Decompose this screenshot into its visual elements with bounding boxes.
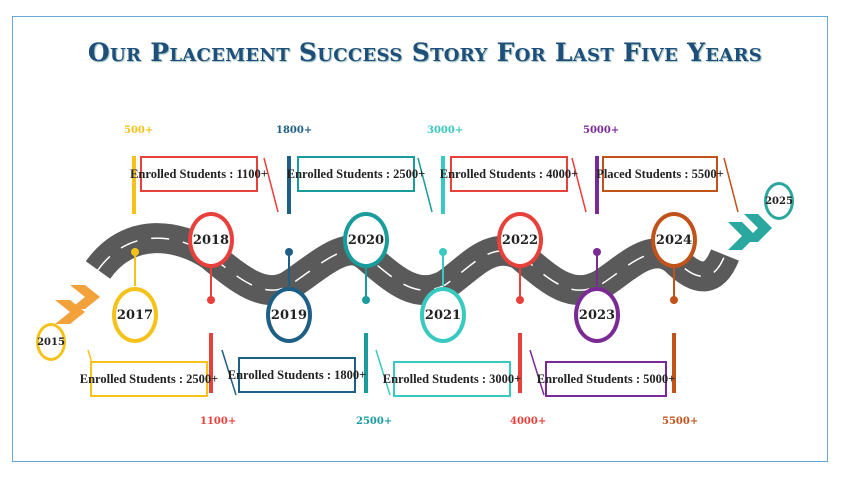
- year-badge-end: 2025: [764, 182, 794, 220]
- enrolled-box-2018: Enrolled Students : 1100+: [130, 156, 268, 192]
- road-dot-2017: [131, 248, 139, 256]
- enrolled-box-2020: Enrolled Students : 2500+: [287, 156, 425, 192]
- enrolled-box-2017: Enrolled Students : 2500+: [80, 361, 218, 397]
- count-label: 2500+: [356, 416, 393, 427]
- diagram-frame: [12, 16, 828, 462]
- year-badge-2024: 2024: [651, 212, 697, 268]
- count-label: 1100+: [200, 416, 237, 427]
- road-dot-2019: [285, 248, 293, 256]
- bar-2023: [595, 156, 599, 214]
- year-badge-2020: 2020: [343, 212, 389, 268]
- year-badge-2019: 2019: [266, 287, 312, 343]
- road-dot-2023: [593, 248, 601, 256]
- count-label: 5500+: [662, 416, 699, 427]
- slash-8: [529, 349, 545, 396]
- count-label: 3000+: [427, 125, 464, 136]
- road-dot-2022: [516, 296, 524, 304]
- slash-6: [221, 349, 237, 396]
- year-badge-start: 2015: [36, 323, 66, 361]
- year-badge-2017: 2017: [112, 287, 158, 343]
- bar-2022b: [518, 333, 522, 393]
- year-badge-2023: 2023: [574, 287, 620, 343]
- enrolled-box-2022: Enrolled Students : 4000+: [440, 156, 578, 192]
- road-dot-2020: [362, 296, 370, 304]
- year-badge-2022: 2022: [497, 212, 543, 268]
- chevron-right-icon: [744, 214, 772, 242]
- slash-4: [723, 157, 739, 213]
- chevron-right-icon: [70, 285, 100, 309]
- page-title: Our Placement Success Story For Last Fiv…: [87, 38, 763, 67]
- enrolled-box-2021: Enrolled Students : 3000+: [383, 361, 521, 397]
- road-dot-2018: [207, 296, 215, 304]
- slash-7: [375, 349, 391, 396]
- bar-2021: [441, 156, 445, 214]
- road-dot-2021: [439, 248, 447, 256]
- count-label: 5000+: [583, 125, 620, 136]
- slash-1: [263, 157, 279, 213]
- bar-2024b: [672, 333, 676, 393]
- bar-2020: [287, 156, 291, 214]
- enrolled-box-2023: Enrolled Students : 5000+: [537, 361, 675, 397]
- year-badge-2021: 2021: [420, 287, 466, 343]
- bar-2018: [132, 156, 136, 214]
- year-badge-2018: 2018: [188, 212, 234, 268]
- count-label: 4000+: [510, 416, 547, 427]
- chevron-right-icon: [728, 222, 756, 250]
- bar-2017b: [209, 333, 213, 393]
- bar-2020b: [364, 333, 368, 393]
- road-markings: [97, 237, 726, 291]
- enrolled-box-2019: Enrolled Students : 1800+: [228, 357, 366, 393]
- road-dot-2024: [670, 296, 678, 304]
- slash-2: [417, 157, 433, 213]
- placed-box-2024: Placed Students : 5500+: [596, 156, 724, 192]
- count-label: 1800+: [276, 125, 313, 136]
- count-label: 500+: [124, 125, 154, 136]
- slash-3: [571, 157, 587, 213]
